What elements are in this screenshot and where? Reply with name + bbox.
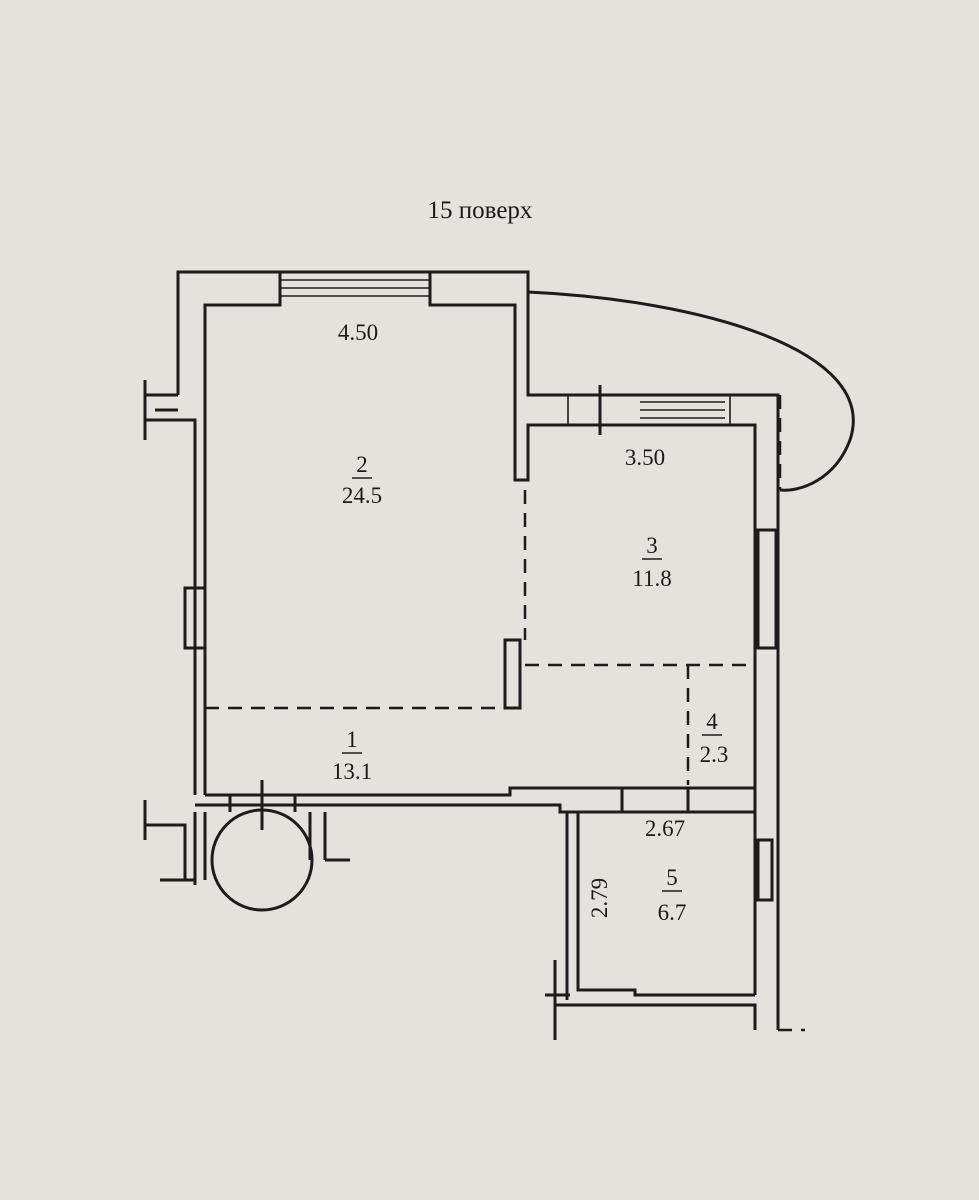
- room-number: 5: [666, 865, 678, 890]
- room-area: 2.3: [700, 742, 729, 767]
- room-1-label: 1 13.1: [332, 727, 372, 784]
- floor-title: 15 поверх: [428, 197, 533, 224]
- room-number: 4: [706, 709, 718, 734]
- dashed-zone-lines: [205, 490, 752, 785]
- room-3-label: 3 11.8: [632, 533, 671, 591]
- room-area: 11.8: [632, 566, 671, 591]
- room-area: 24.5: [342, 483, 382, 508]
- ventilation-shaft: [210, 808, 314, 912]
- room-area: 13.1: [332, 759, 372, 784]
- balcony-arc: [527, 290, 855, 492]
- dimension-room5-width: 2.67: [645, 816, 685, 841]
- dimension-room5-depth: 2.79: [587, 878, 612, 918]
- dimension-room2: 4.50: [338, 320, 378, 345]
- room-4-label: 4 2.3: [700, 709, 729, 767]
- dimension-room3: 3.50: [625, 445, 665, 470]
- room-number: 3: [646, 533, 658, 558]
- room-2-label: 2 24.5: [342, 452, 382, 508]
- room-number: 2: [356, 452, 368, 477]
- room-area: 6.7: [658, 900, 687, 925]
- walls: [143, 270, 805, 1040]
- room-number: 1: [346, 727, 358, 752]
- room-5-label: 5 6.7: [658, 865, 687, 925]
